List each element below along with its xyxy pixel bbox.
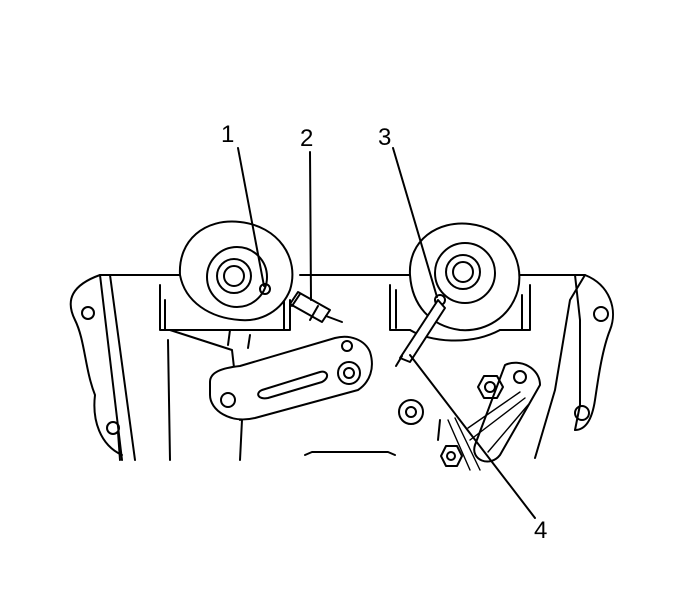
center-bolt [398,399,424,425]
right-camshaft-sprocket [408,222,521,332]
callout-3: 3 [378,124,391,151]
right-mounting-tab [574,274,614,431]
leader-lines [237,147,536,519]
camshaft-holding-pin [289,291,343,323]
callout-2: 2 [300,125,313,152]
callout-4: 4 [534,517,547,544]
left-camshaft-sprocket [178,220,294,322]
right-chain-tensioner [447,361,541,471]
callout-1: 1 [221,121,234,148]
timing-pin-tool [395,299,446,367]
left-mounting-tab [69,274,123,456]
lower-bolt [440,445,463,467]
cylinder-head-outline [99,274,586,461]
left-timing-chain-guide [209,335,373,421]
